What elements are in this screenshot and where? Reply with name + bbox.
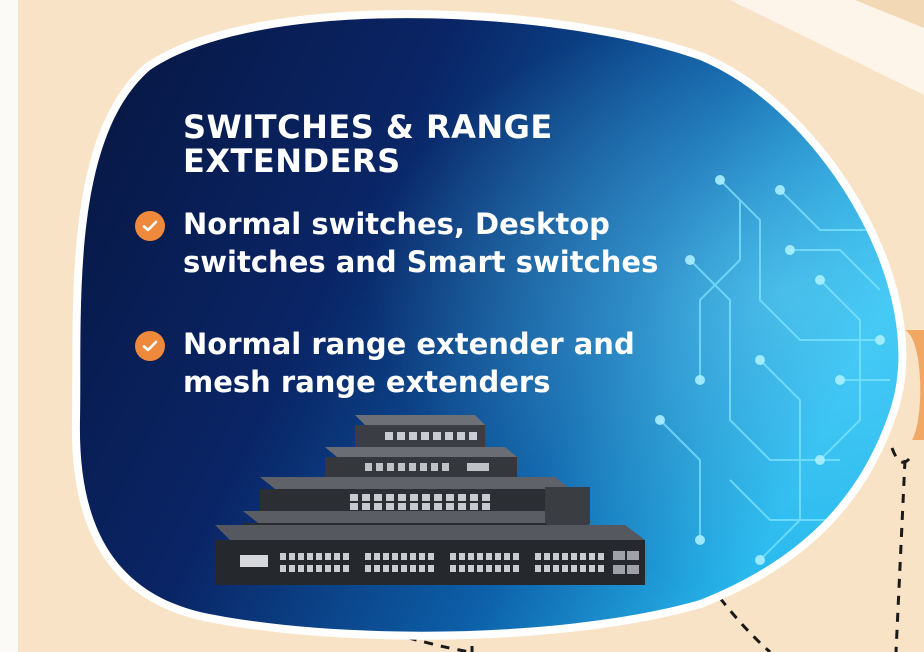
bullet-text: Normal range extender and mesh range ext… <box>183 327 635 399</box>
network-switches-image <box>215 415 645 585</box>
card-heading: SWITCHES & RANGE EXTENDERS <box>183 108 553 180</box>
check-circle-icon <box>135 331 165 361</box>
bullet-item: Normal range extender and mesh range ext… <box>135 325 695 401</box>
check-circle-icon <box>135 211 165 241</box>
bullet-text: Normal switches, Desktop switches and Sm… <box>183 207 659 279</box>
top-stripe <box>730 0 924 95</box>
left-page-margin <box>0 0 18 652</box>
bullet-item: Normal switches, Desktop switches and Sm… <box>135 205 695 281</box>
switch-stack <box>215 415 645 585</box>
circuit-pattern <box>659 179 890 561</box>
